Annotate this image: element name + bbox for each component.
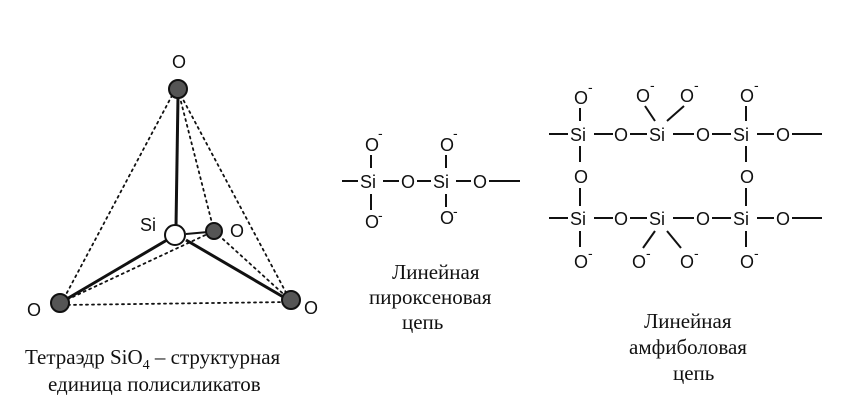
pyroxene-charge: - <box>378 207 383 223</box>
amphibole-bond <box>642 230 656 249</box>
amphibole-bond <box>666 230 682 249</box>
pyroxene-o-top-2: O <box>440 135 454 155</box>
amphibole-charge: - <box>694 77 699 93</box>
pyroxene-chain-diagram: Si O Si O O - O - O - O - Линейная пирок… <box>342 125 520 334</box>
amphibole-o-up-2a: O <box>636 86 650 106</box>
edge-apex-bottom-left <box>61 89 176 303</box>
amphibole-o-up-3: O <box>740 86 754 106</box>
pyroxene-caption-line3: цепь <box>402 310 443 334</box>
tetrahedron-diagram: O Si O O O Тетраэдр SiO4 – структурная е… <box>25 52 318 396</box>
amphibole-o-link-left: O <box>574 167 588 187</box>
pyroxene-o-bridge: O <box>401 172 415 192</box>
amphibole-o-bottom-terminal: O <box>776 209 790 229</box>
pyroxene-charge: - <box>378 125 383 141</box>
amphibole-si-bottom-1: Si <box>570 209 586 229</box>
amphibole-o-top-bridge-2: O <box>696 125 710 145</box>
edge-bottom-base <box>61 301 291 306</box>
edge-apex-bottom-right <box>177 89 291 301</box>
amphibole-o-up-1: O <box>574 88 588 108</box>
amphibole-o-down-1: O <box>574 252 588 272</box>
amphibole-si-top-2: Si <box>649 125 665 145</box>
amphibole-charge: - <box>650 77 655 93</box>
tetrahedron-caption-line2: единица полисиликатов <box>48 372 261 396</box>
pyroxene-caption-line2: пироксеновая <box>369 285 492 309</box>
amphibole-o-bottom-bridge-1: O <box>614 209 628 229</box>
edge-apex-right-inner <box>177 89 215 232</box>
amphibole-si-top-3: Si <box>733 125 749 145</box>
bond-si-right-inner <box>185 231 209 235</box>
amphibole-bond <box>666 105 685 122</box>
oxygen-atom-right-inner <box>205 222 223 240</box>
amphibole-charge: - <box>754 77 759 93</box>
tetrahedron-caption-line1: Тетраэдр SiO4 – структурная <box>25 345 281 373</box>
amphibole-si-bottom-3: Si <box>733 209 749 229</box>
bond-si-bottom-right <box>185 238 286 300</box>
amphibole-o-down-2b: O <box>680 252 694 272</box>
apex-oxygen-label: O <box>172 52 186 72</box>
amphibole-o-link-right: O <box>740 167 754 187</box>
oxygen-atom-bottom-left <box>50 293 70 313</box>
silicon-atom <box>164 224 186 246</box>
pyroxene-o-terminal-right: O <box>473 172 487 192</box>
pyroxene-o-top-1: O <box>365 135 379 155</box>
edge-right-inner-bottom-right <box>213 230 291 301</box>
amphibole-charge: - <box>754 245 759 261</box>
amphibole-o-up-2b: O <box>680 86 694 106</box>
amphibole-bond <box>644 105 656 122</box>
amphibole-caption-line1: Линейная <box>644 309 732 333</box>
amphibole-charge: - <box>588 245 593 261</box>
pyroxene-si-1: Si <box>360 172 376 192</box>
bottom-right-oxygen-label: O <box>304 298 318 318</box>
pyroxene-si-2: Si <box>433 172 449 192</box>
oxygen-atom-bottom-right <box>281 290 301 310</box>
amphibole-charge: - <box>694 245 699 261</box>
amphibole-si-top-1: Si <box>570 125 586 145</box>
pyroxene-o-bottom-2: O <box>440 208 454 228</box>
amphibole-o-down-3: O <box>740 252 754 272</box>
silicon-label: Si <box>140 215 156 235</box>
pyroxene-caption-line1: Линейная <box>392 260 480 284</box>
bond-si-apex <box>174 95 180 228</box>
amphibole-charge: - <box>588 79 593 95</box>
pyroxene-charge: - <box>453 125 458 141</box>
amphibole-o-down-2a: O <box>632 252 646 272</box>
amphibole-si-bottom-2: Si <box>649 209 665 229</box>
right-inner-oxygen-label: O <box>230 221 244 241</box>
bottom-left-oxygen-label: O <box>27 300 41 320</box>
amphibole-o-top-terminal: O <box>776 125 790 145</box>
amphibole-o-top-bridge-1: O <box>614 125 628 145</box>
amphibole-charge: - <box>646 245 651 261</box>
amphibole-caption-line3: цепь <box>673 361 714 385</box>
pyroxene-o-bottom-1: O <box>365 212 379 232</box>
bond-si-bottom-left <box>64 238 168 302</box>
pyroxene-charge: - <box>453 203 458 219</box>
oxygen-atom-apex <box>168 79 188 99</box>
amphibole-caption-line2: амфиболовая <box>629 335 747 359</box>
amphibole-chain-diagram: Si O Si O Si O O - O - O - O - O O Si <box>549 77 822 385</box>
amphibole-o-bottom-bridge-2: O <box>696 209 710 229</box>
